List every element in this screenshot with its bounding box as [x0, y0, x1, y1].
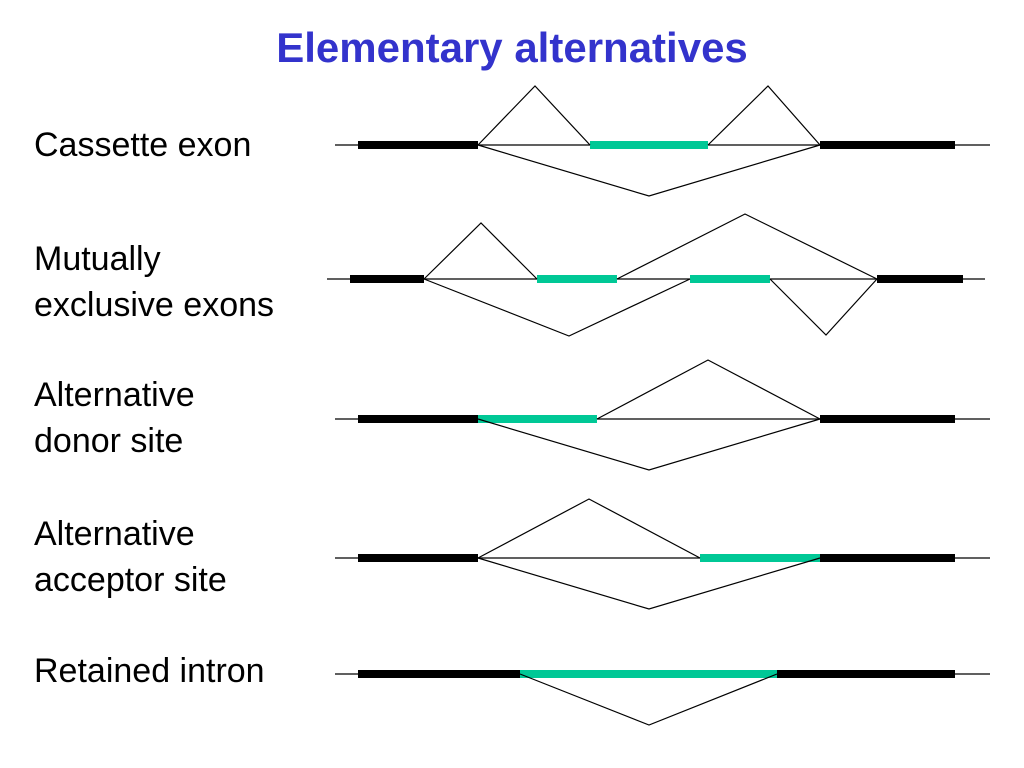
label-alternative-donor-site: Alternative donor site	[34, 376, 195, 460]
splice-junction-upper	[616, 213, 878, 280]
label-alternative-acceptor-site: Alternative acceptor site	[34, 515, 227, 599]
splice-junction-skip	[477, 144, 821, 197]
splice-junction-upper	[707, 85, 821, 146]
cassette-exon-diagram	[335, 85, 990, 197]
splice-junction-lower	[477, 557, 821, 610]
alternative-acceptor-site-diagram	[335, 498, 990, 610]
splice-junction-lower	[519, 673, 778, 726]
splice-junction-lower	[769, 278, 878, 336]
label-retained-intron: Retained intron	[34, 652, 265, 690]
mutually-exclusive-exons-diagram	[327, 213, 985, 337]
splice-junction-lower	[423, 278, 691, 337]
retained-intron-diagram	[335, 670, 990, 726]
label-cassette-exon: Cassette exon	[34, 126, 252, 164]
label-mutually-exclusive-exons: Mutually exclusive exons	[34, 240, 275, 324]
splice-junction-upper	[477, 498, 701, 559]
splice-junction-upper	[477, 85, 591, 146]
splice-junction-upper	[423, 222, 538, 280]
alternative-donor-site-diagram	[335, 359, 990, 471]
slide-title: Elementary alternatives	[276, 24, 748, 71]
splice-junction-lower	[477, 418, 821, 471]
splice-junction-upper	[596, 359, 821, 420]
